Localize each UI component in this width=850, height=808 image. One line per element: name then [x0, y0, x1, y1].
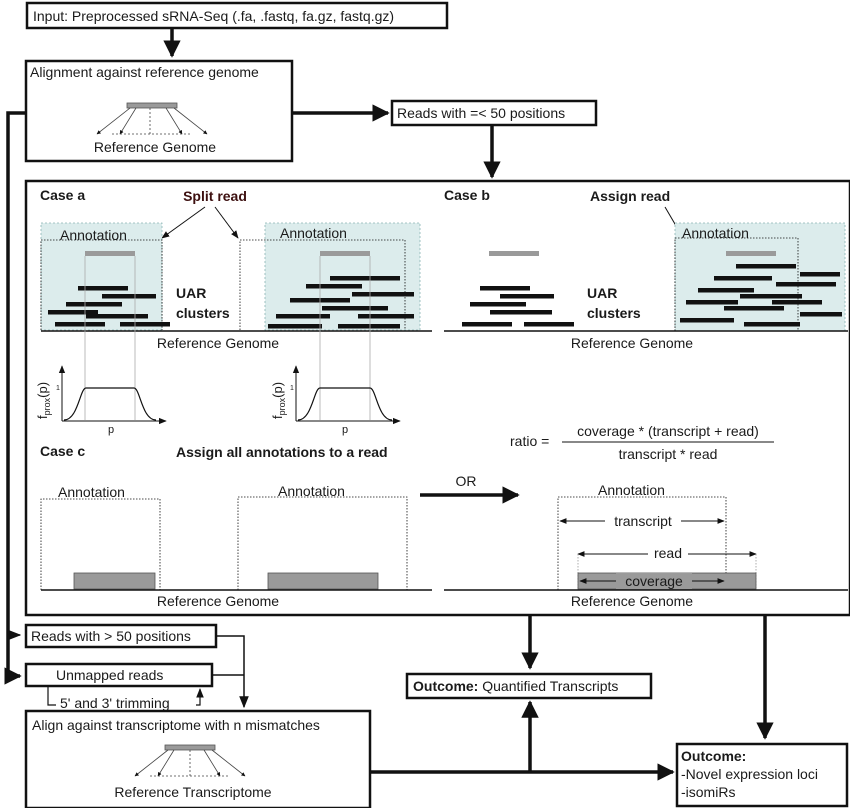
fprox-label-right: fprox(p)	[270, 382, 287, 419]
reference-genome-label-b: Reference Genome	[571, 335, 693, 351]
reference-genome-label-c: Reference Genome	[157, 593, 279, 609]
case-b-heading: Case b	[444, 187, 490, 203]
tick-one-right: 1	[290, 385, 294, 392]
ratio-label: ratio =	[510, 433, 549, 449]
transcript-label-bg	[605, 513, 681, 529]
reference-read-a-right	[320, 251, 370, 256]
split-read-pointer-left	[161, 206, 206, 239]
case-c-heading: Case c	[40, 443, 85, 459]
read-bar-c-right	[267, 572, 379, 590]
annotation-bracket-c-left	[40, 498, 161, 590]
fprox-plot-left: 1 p fprox(p)	[35, 365, 167, 436]
transcriptome-reference-label: Reference Transcriptome	[114, 784, 271, 800]
fprox-label-left: fprox(p)	[35, 382, 52, 419]
annotation-bracket-c-right	[237, 496, 408, 590]
split-read-pointer-right	[214, 206, 239, 239]
read-bar-c-left	[73, 572, 156, 590]
outcome-novel-heading: Outcome:	[681, 748, 746, 764]
unmapped-label: Unmapped reads	[56, 667, 163, 683]
annotation-label-c-right: Annotation	[278, 483, 345, 499]
annotation-label-a-right: Annotation	[280, 225, 347, 241]
coverage-label-bg	[616, 573, 692, 589]
reference-read-b-right	[726, 251, 776, 256]
transcriptome-fan-icon	[134, 749, 246, 777]
transcriptome-read-bar-icon	[164, 744, 216, 751]
annotation-label-c-detail: Annotation	[598, 482, 665, 498]
outcome-novel-line1: -Novel expression loci	[681, 766, 818, 782]
input-node: Input: Preprocessed sRNA-Seq (.fa, .fast…	[25, 1, 449, 30]
annotation-label-c-left: Annotation	[58, 484, 125, 500]
outcome-quantified-label: Outcome: Quantified Transcripts	[413, 678, 618, 694]
case-a-heading: Case a	[40, 187, 85, 203]
read-bar-icon	[126, 102, 178, 109]
uar-label-a-line1: UAR	[176, 285, 206, 301]
read-cluster-b-left	[462, 286, 574, 327]
axis-p-left: p	[108, 424, 114, 436]
read-cluster-a-left	[48, 286, 170, 327]
read-label: read	[654, 545, 682, 561]
annotation-bracket-c-detail	[557, 496, 727, 590]
annotation-bracket-a-right	[239, 239, 406, 330]
reads-gt50-node: Reads with > 50 positions	[24, 623, 218, 649]
reads-gt50-label: Reads with > 50 positions	[31, 628, 191, 644]
cases-panel	[24, 179, 850, 617]
alignment-label: Alignment against reference genome	[30, 64, 259, 80]
read-label-bg	[648, 546, 688, 562]
plot-guides	[84, 256, 371, 420]
reads-le50-label: Reads with =< 50 positions	[397, 105, 565, 121]
uar-label-a-line2: clusters	[176, 305, 230, 321]
reference-genome-label-a: Reference Genome	[157, 335, 279, 351]
uar-label-b-line1: UAR	[587, 285, 617, 301]
tick-one-left: 1	[56, 385, 60, 392]
outcome-novel-line2: -isomiRs	[681, 784, 735, 800]
ratio-numerator: coverage * (transcript + read)	[577, 423, 759, 439]
reference-genome-label-c-detail: Reference Genome	[571, 593, 693, 609]
reads-le50-node: Reads with =< 50 positions	[390, 99, 598, 127]
ratio-formula: ratio = coverage * (transcript + read) t…	[510, 423, 774, 462]
arrow-gt50-to-transcriptome	[216, 635, 249, 709]
uar-label-b-line2: clusters	[587, 305, 641, 321]
align-transcriptome-node: Align against transcriptome with n misma…	[24, 709, 372, 808]
input-label: Input: Preprocessed sRNA-Seq (.fa, .fast…	[33, 8, 394, 24]
ratio-denominator: transcript * read	[619, 446, 718, 462]
annotation-label-b: Annotation	[682, 225, 749, 241]
alignment-fan-icon	[96, 107, 208, 135]
assign-read-label: Assign read	[590, 188, 670, 204]
alignment-node: Alignment against reference genome Refer…	[24, 59, 294, 163]
reference-read-b-left	[489, 251, 539, 256]
reference-read-a-left	[85, 251, 135, 256]
axis-p-right: p	[342, 424, 348, 436]
annotation-bracket-a-left	[40, 239, 163, 330]
outcome-novel-node: Outcome: -Novel expression loci -isomiRs	[675, 742, 849, 808]
trimming-label: 5' and 3' trimming	[60, 695, 170, 711]
coverage-label: coverage	[625, 573, 683, 589]
alignment-reference-label: Reference Genome	[94, 139, 216, 155]
fprox-plot-right: 1 p fprox(p)	[270, 365, 401, 436]
split-read-label: Split read	[183, 188, 247, 204]
unmapped-node: Unmapped reads	[24, 662, 214, 688]
transcript-label: transcript	[614, 513, 672, 529]
outcome-quantified-node: Outcome: Quantified Transcripts	[405, 672, 653, 700]
trimming-label-bg	[56, 696, 196, 712]
align-transcriptome-label: Align against transcriptome with n misma…	[32, 717, 320, 733]
spine-line	[4, 111, 26, 685]
annotation-label-a-left: Annotation	[60, 227, 127, 243]
read-cluster-b-right	[680, 264, 842, 327]
or-label: OR	[456, 473, 477, 489]
assign-all-label: Assign all annotations to a read	[176, 444, 388, 460]
